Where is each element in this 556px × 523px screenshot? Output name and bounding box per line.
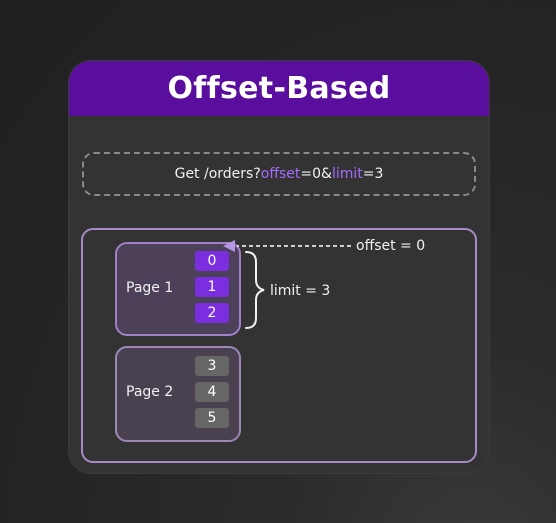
offset-based-card: Offset-Based Get /orders?offset=0&limit=… [69, 61, 489, 473]
request-example: Get /orders?offset=0&limit=3 [82, 152, 476, 196]
page-2-item-3: 3 [195, 356, 229, 376]
page-1-item-1: 1 [195, 277, 229, 297]
page-2-box: Page 2 3 4 5 [115, 346, 241, 442]
page-2-label: Page 2 [126, 384, 174, 400]
page-2-item-4: 4 [195, 382, 229, 402]
limit-label: limit = 3 [270, 283, 331, 299]
page-1-item-2: 2 [195, 303, 229, 323]
request-path: Get /orders? [174, 166, 261, 182]
request-param-suffix: =3 [362, 166, 384, 182]
page-2-item-5: 5 [195, 408, 229, 428]
card-title: Offset-Based [69, 61, 489, 116]
request-param-offset: offset [260, 166, 301, 182]
offset-label: offset = 0 [356, 238, 426, 254]
limit-brace-icon [245, 251, 265, 329]
page-1-box: Page 1 0 1 2 [115, 242, 241, 336]
page-1-label: Page 1 [126, 280, 174, 296]
page-1-item-0: 0 [195, 251, 229, 271]
request-param-mid: =0& [300, 166, 332, 182]
pagination-frame: Page 1 0 1 2 Page 2 3 4 5 [81, 228, 477, 463]
request-param-limit: limit [331, 166, 363, 182]
